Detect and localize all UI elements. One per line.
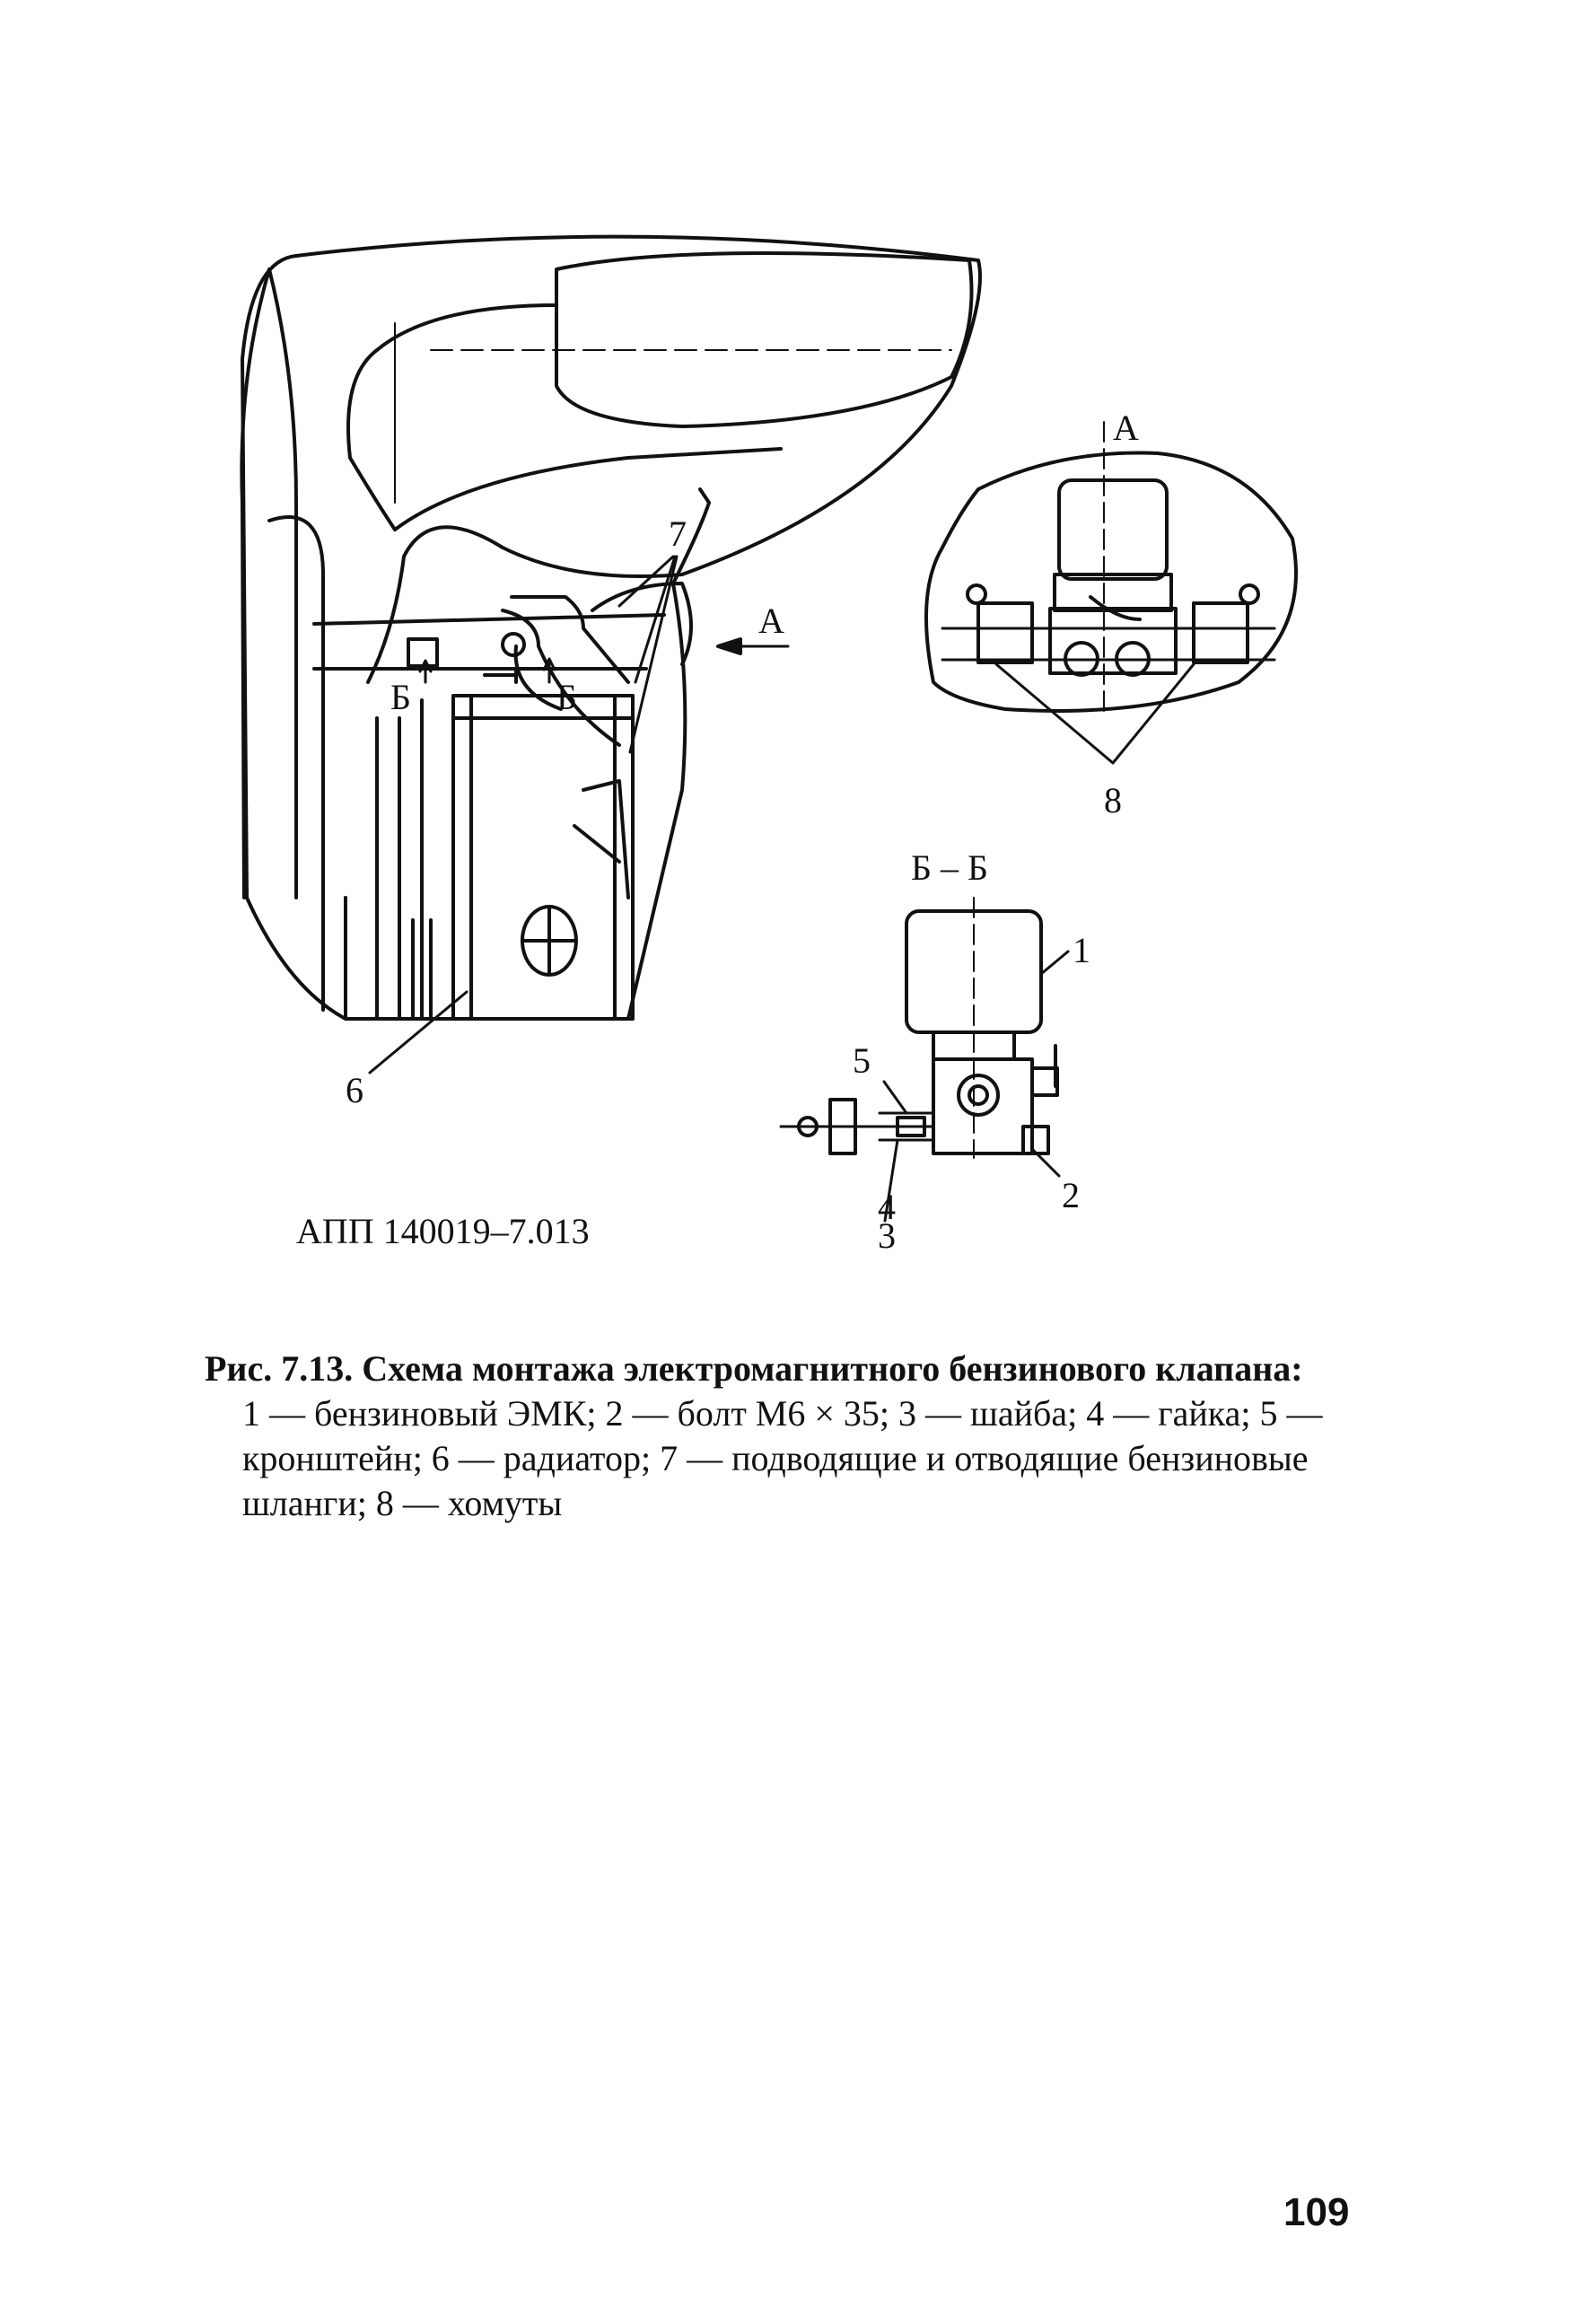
callout-8: 8 bbox=[1104, 780, 1122, 820]
callout-4: 4 bbox=[878, 1187, 896, 1227]
callout-2: 2 bbox=[1062, 1175, 1080, 1215]
drawing-code: АПП 140019–7.013 bbox=[296, 1211, 590, 1251]
main-view bbox=[240, 234, 982, 1074]
caption-title: Рис. 7.13. Схема монтажа электромагнитно… bbox=[205, 1348, 1303, 1389]
callout-6: 6 bbox=[346, 1070, 363, 1110]
section-bb-detail bbox=[779, 897, 1070, 1223]
technical-drawing: А А Б – Б Б Б 1 2 3 4 5 6 7 8 АПП 140019… bbox=[240, 234, 1298, 1256]
callout-3: 3 bbox=[878, 1215, 896, 1256]
callout-5: 5 bbox=[853, 1040, 871, 1081]
arrow-a-label: А bbox=[758, 601, 784, 641]
figure-caption: Рис. 7.13. Схема монтажа электромагнитно… bbox=[205, 1346, 1353, 1526]
callout-7: 7 bbox=[669, 513, 687, 554]
section-label: Б – Б bbox=[911, 847, 988, 888]
section-mark-left: Б bbox=[390, 677, 411, 717]
page-number: 109 bbox=[1283, 2190, 1350, 2234]
callout-1: 1 bbox=[1073, 930, 1090, 970]
view-a-detail bbox=[924, 421, 1298, 765]
view-a-label: А bbox=[1113, 408, 1139, 448]
section-mark-right: Б bbox=[556, 677, 577, 717]
caption-body: 1 — бензиновый ЭМК; 2 — болт М6 × 35; 3 … bbox=[242, 1393, 1323, 1523]
